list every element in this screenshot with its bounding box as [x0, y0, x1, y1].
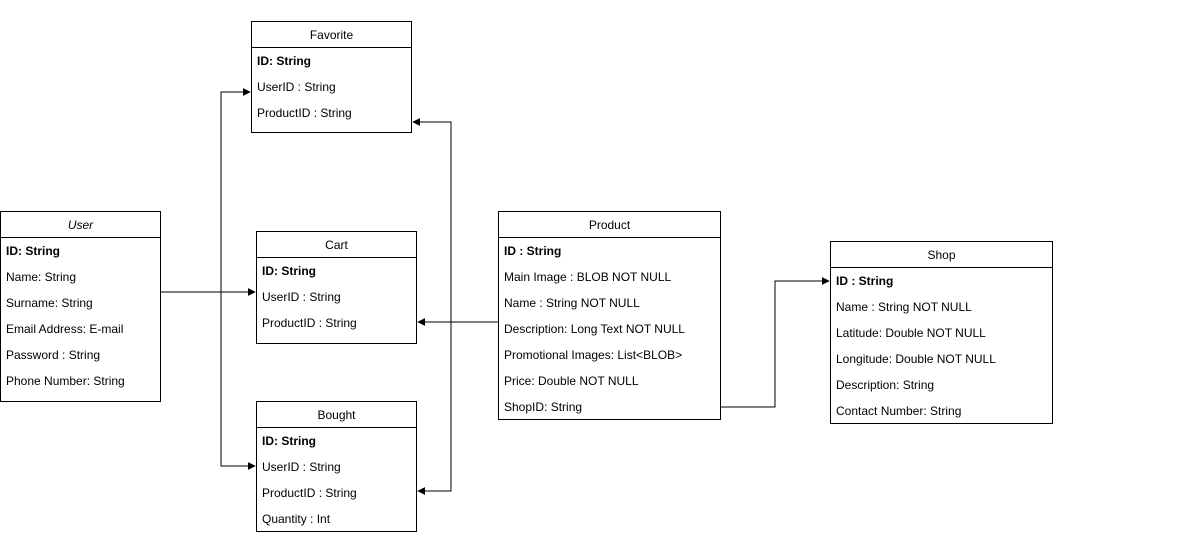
- entity-shop-attributes: ID : String Name : String NOT NULL Latit…: [831, 268, 1052, 424]
- entity-attribute: UserID : String: [262, 290, 341, 304]
- entity-attribute: Contact Number: String: [836, 404, 962, 418]
- entity-attribute: Description: String: [836, 378, 935, 392]
- entity-attribute: Surname: String: [6, 296, 93, 310]
- entity-shop-title: Shop: [831, 242, 1052, 268]
- entity-bought-title: Bought: [257, 402, 416, 428]
- entity-attribute: Quantity : Int: [262, 512, 331, 526]
- entity-attribute: ID: String: [262, 264, 316, 278]
- entity-attribute: UserID : String: [262, 460, 341, 474]
- entity-attribute: Email Address: E-mail: [6, 322, 124, 336]
- entity-bought-attributes: ID: String UserID : String ProductID : S…: [257, 428, 416, 532]
- entity-user-title: User: [1, 212, 160, 238]
- entity-attribute: Name : String NOT NULL: [836, 300, 972, 314]
- entity-attribute: ID: String: [257, 54, 311, 68]
- connector-product-shop: [721, 277, 830, 408]
- entity-favorite[interactable]: Favorite ID: String UserID : String Prod…: [251, 21, 412, 133]
- entity-attribute: ID : String: [836, 274, 894, 288]
- connector-user-favorite: [220, 88, 251, 292]
- entity-attribute: Password : String: [6, 348, 101, 362]
- entity-attribute: ID : String: [504, 244, 562, 258]
- entity-attribute: Longitude: Double NOT NULL: [836, 352, 996, 366]
- entity-user-attributes: ID: String Name: String Surname: String …: [1, 238, 160, 394]
- connector-user-bought: [220, 292, 256, 470]
- entity-favorite-attributes: ID: String UserID : String ProductID : S…: [252, 48, 411, 126]
- entity-cart-title: Cart: [257, 232, 416, 258]
- entity-attribute: Name: String: [6, 270, 77, 284]
- entity-attribute: ID: String: [262, 434, 316, 448]
- entity-attribute: Main Image : BLOB NOT NULL: [504, 270, 672, 284]
- entity-cart-attributes: ID: String UserID : String ProductID : S…: [257, 258, 416, 336]
- entity-bought[interactable]: Bought ID: String UserID : String Produc…: [256, 401, 417, 532]
- entity-attribute: ShopID: String: [504, 400, 583, 414]
- entity-attribute: Description: Long Text NOT NULL: [504, 322, 685, 336]
- entity-cart[interactable]: Cart ID: String UserID : String ProductI…: [256, 231, 417, 344]
- entity-favorite-title: Favorite: [252, 22, 411, 48]
- entity-shop[interactable]: Shop ID : String Name : String NOT NULL …: [830, 241, 1053, 424]
- entity-attribute: ID: String: [6, 244, 60, 258]
- entity-attribute: ProductID : String: [262, 316, 357, 330]
- entity-attribute: Phone Number: String: [6, 374, 125, 388]
- entity-attribute: UserID : String: [257, 80, 336, 94]
- entity-attribute: Name : String NOT NULL: [504, 296, 640, 310]
- entity-product-title: Product: [499, 212, 720, 238]
- entity-attribute: ProductID : String: [257, 106, 352, 120]
- connector-product-favorite: [412, 118, 498, 323]
- entity-attribute: Latitude: Double NOT NULL: [836, 326, 986, 340]
- entity-attribute: Price: Double NOT NULL: [504, 374, 639, 388]
- entity-attribute: ProductID : String: [262, 486, 357, 500]
- entity-product[interactable]: Product ID : String Main Image : BLOB NO…: [498, 211, 721, 420]
- connector-product-bought: [417, 322, 452, 495]
- entity-product-attributes: ID : String Main Image : BLOB NOT NULL N…: [499, 238, 720, 420]
- entity-attribute: Promotional Images: List<BLOB>: [504, 348, 683, 362]
- entity-user[interactable]: User ID: String Name: String Surname: St…: [0, 211, 161, 402]
